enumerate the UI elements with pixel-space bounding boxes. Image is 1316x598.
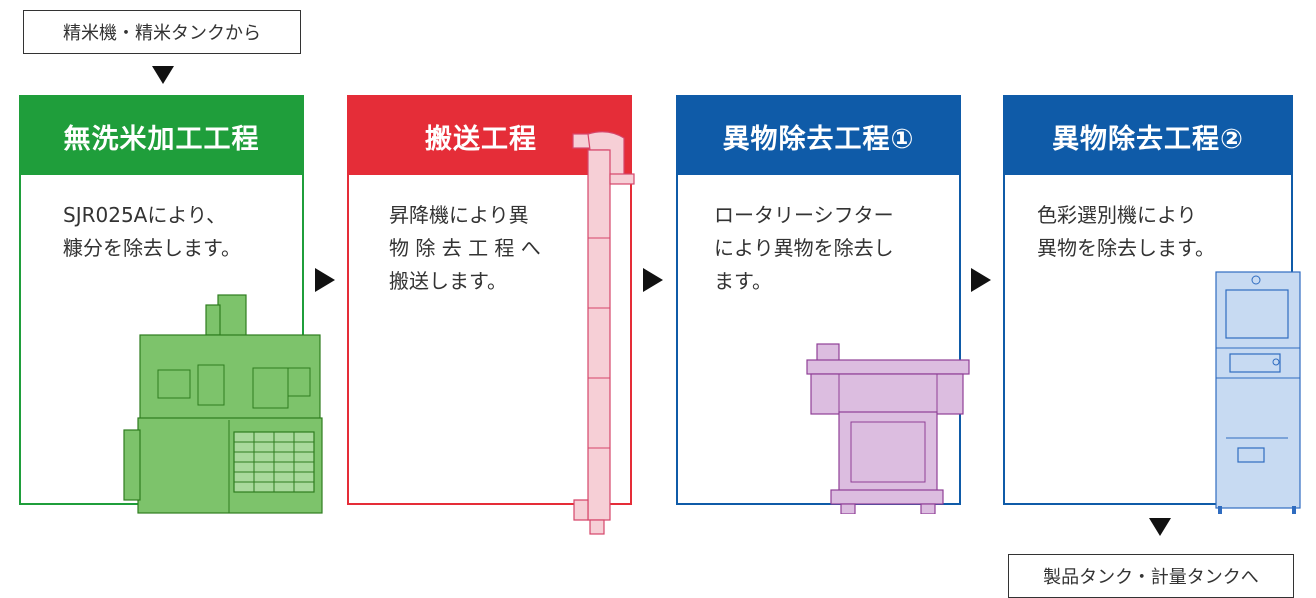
stage-title: 異物除去工程① xyxy=(678,97,959,175)
right-arrow-icon xyxy=(315,268,335,292)
output-destination-label: 製品タンク・計量タンクへ xyxy=(1008,554,1294,598)
stage-description: 昇降機により異 物 除 去 工 程 へ 搬送します。 xyxy=(389,203,541,293)
color-sorter-icon xyxy=(1215,271,1301,514)
stage-title: 無洗米加工工程 xyxy=(21,97,302,175)
rice-polisher-machine-icon xyxy=(123,294,323,514)
input-source-label: 精米機・精米タンクから xyxy=(23,10,301,54)
stage-description: 色彩選別機により 異物を除去します。 xyxy=(1037,203,1215,260)
stage-rice-processing: 無洗米加工工程 SJR025Aにより、 糠分を除去します。 xyxy=(19,95,304,505)
down-arrow-icon xyxy=(1149,518,1171,536)
right-arrow-icon xyxy=(971,268,991,292)
down-arrow-icon xyxy=(152,66,174,84)
stage-description: ロータリーシフター により異物を除去し ます。 xyxy=(714,203,894,293)
bucket-elevator-icon xyxy=(572,131,635,535)
stage-description: SJR025Aにより、 糠分を除去します。 xyxy=(63,203,241,260)
stage-title: 異物除去工程② xyxy=(1005,97,1291,175)
right-arrow-icon xyxy=(643,268,663,292)
rotary-sifter-icon xyxy=(806,343,970,514)
